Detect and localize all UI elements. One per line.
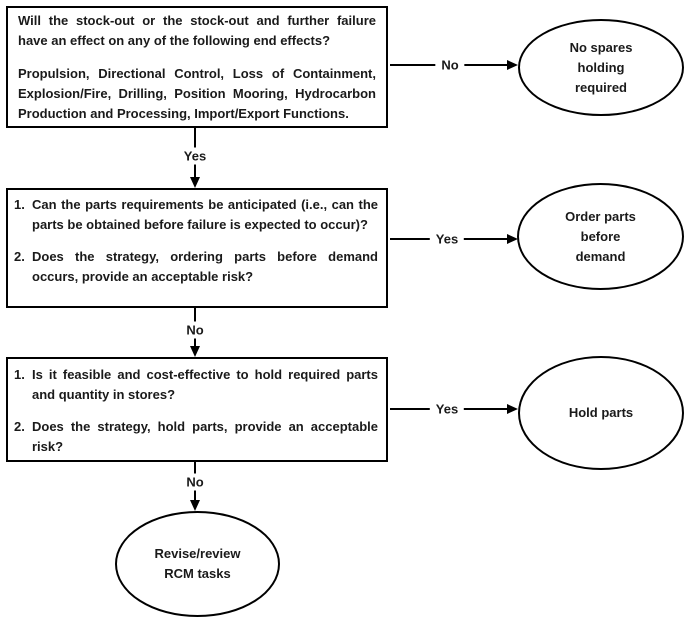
arrowhead-hold-parts — [507, 404, 518, 414]
box3-item1-number: 1. — [14, 367, 25, 382]
question-box-stockout-end-effects: Will the stock-out or the stock-out and … — [6, 6, 388, 128]
arrowhead-down-2 — [190, 346, 200, 357]
box2-item-2: 2. Does the strategy, ordering parts bef… — [8, 247, 386, 287]
terminal4-line1: Revise/review — [154, 546, 241, 561]
question-box-hold-parts: 1. Is it feasible and cost-effective to … — [6, 357, 388, 462]
connector-label-yes-2: Yes — [429, 230, 465, 248]
connector-label-yes-1: Yes — [177, 147, 213, 165]
connector-label-yes-3: Yes — [429, 400, 465, 418]
terminal2-line3: demand — [575, 248, 626, 264]
arrowhead-down-3 — [190, 500, 200, 511]
terminal1-line1: No spares — [569, 39, 633, 55]
box2-item2-number: 2. — [14, 249, 25, 264]
arrowhead-down-1 — [190, 177, 200, 188]
terminal-revise-review-rcm-tasks: Revise/review RCM tasks — [115, 511, 280, 617]
arrowhead-no-spares — [507, 60, 518, 70]
box2-item2-text: Does the strategy, ordering parts before… — [32, 249, 378, 284]
terminal1-line2: holding — [577, 59, 625, 75]
box3-item-2: 2. Does the strategy, hold parts, provid… — [8, 417, 386, 457]
terminal2-line2: before — [580, 228, 621, 244]
box3-item2-number: 2. — [14, 419, 25, 434]
box2-item1-text: Can the parts requirements be anticipate… — [32, 197, 378, 232]
question-box-parts-anticipation: 1. Can the parts requirements be anticip… — [6, 188, 388, 308]
terminal-order-parts-before-demand: Order parts before demand — [517, 183, 684, 290]
box3-item1-text: Is it feasible and cost-effective to hol… — [32, 367, 378, 402]
terminal-no-spares-holding-required: No spares holding required — [518, 19, 684, 116]
box1-end-effects-list: Propulsion, Directional Control, Loss of… — [18, 66, 376, 121]
box3-item2-text: Does the strategy, hold parts, provide a… — [32, 419, 378, 454]
connector-label-no-3: No — [180, 473, 210, 491]
terminal1-line3: required — [574, 79, 627, 95]
terminal-hold-parts: Hold parts — [518, 356, 684, 470]
connector-label-no-2: No — [180, 321, 210, 339]
terminal3-line1: Hold parts — [568, 405, 634, 420]
connector-label-no-1: No — [435, 56, 465, 74]
box3-item-1: 1. Is it feasible and cost-effective to … — [8, 365, 386, 405]
terminal4-line2: RCM tasks — [164, 566, 231, 581]
box2-item-1: 1. Can the parts requirements be anticip… — [8, 195, 386, 235]
arrowhead-order-parts — [507, 234, 518, 244]
box1-question-text: Will the stock-out or the stock-out and … — [18, 13, 376, 48]
terminal2-line1: Order parts — [565, 208, 636, 224]
box2-item1-number: 1. — [14, 197, 25, 212]
